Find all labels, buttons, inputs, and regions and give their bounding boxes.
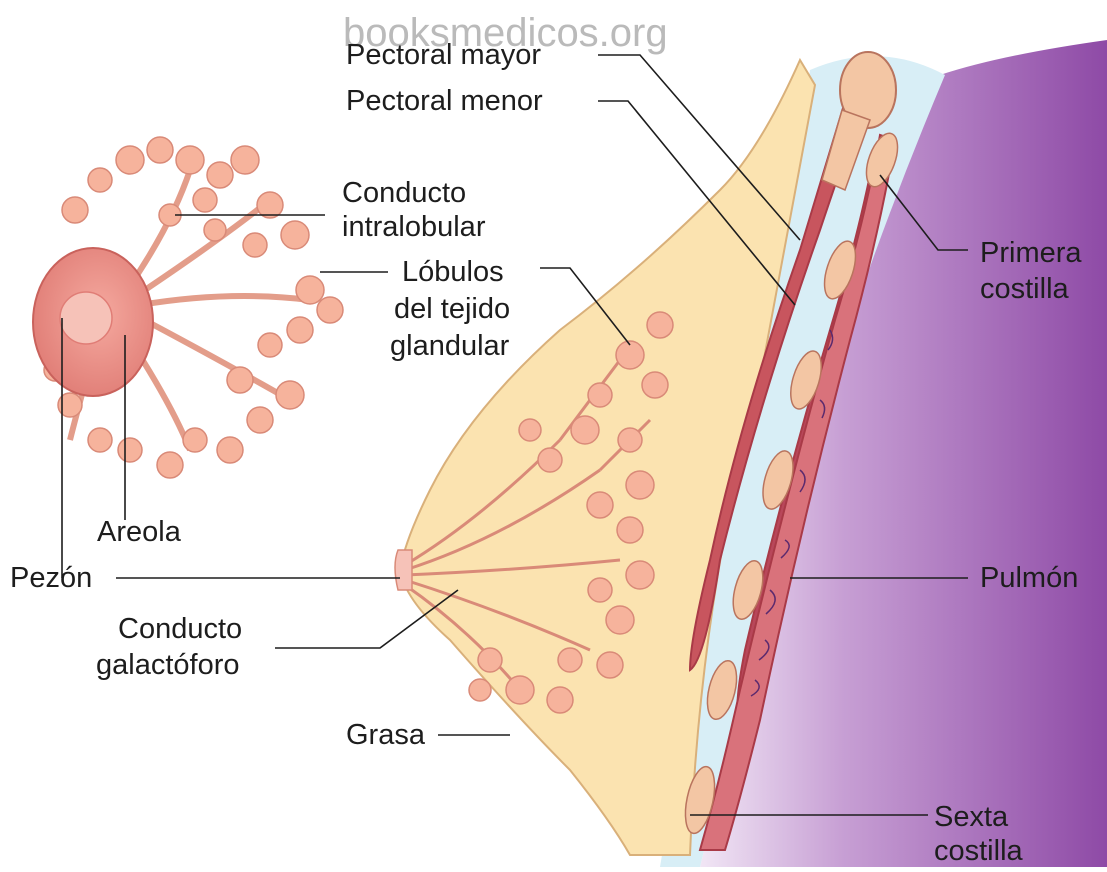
nipple-profile: [395, 550, 412, 590]
label-conducto-galactoforo-line1: Conducto: [118, 612, 242, 646]
label-sexta-costilla-line1: Sexta: [934, 800, 1008, 834]
label-lobulos-line3: glandular: [390, 329, 509, 363]
nipple-front: [60, 292, 112, 344]
label-areola: Areola: [97, 515, 181, 549]
label-primera-costilla-line2: costilla: [980, 272, 1069, 306]
label-lobulos-line1: Lóbulos: [402, 255, 504, 289]
label-conducto-galactoforo-line2: galactóforo: [96, 648, 240, 682]
label-sexta-costilla-line2: costilla: [934, 834, 1023, 868]
label-pectoral-menor: Pectoral menor: [346, 84, 543, 118]
label-pezon: Pezón: [10, 561, 92, 595]
label-primera-costilla-line1: Primera: [980, 236, 1082, 270]
label-pectoral-mayor: Pectoral mayor: [346, 38, 541, 72]
label-conducto-intralobular-line2: intralobular: [342, 210, 485, 244]
label-pulmon: Pulmón: [980, 561, 1078, 595]
label-conducto-intralobular-line1: Conducto: [342, 176, 466, 210]
label-grasa: Grasa: [346, 718, 425, 752]
label-lobulos-line2: del tejido: [394, 292, 510, 326]
